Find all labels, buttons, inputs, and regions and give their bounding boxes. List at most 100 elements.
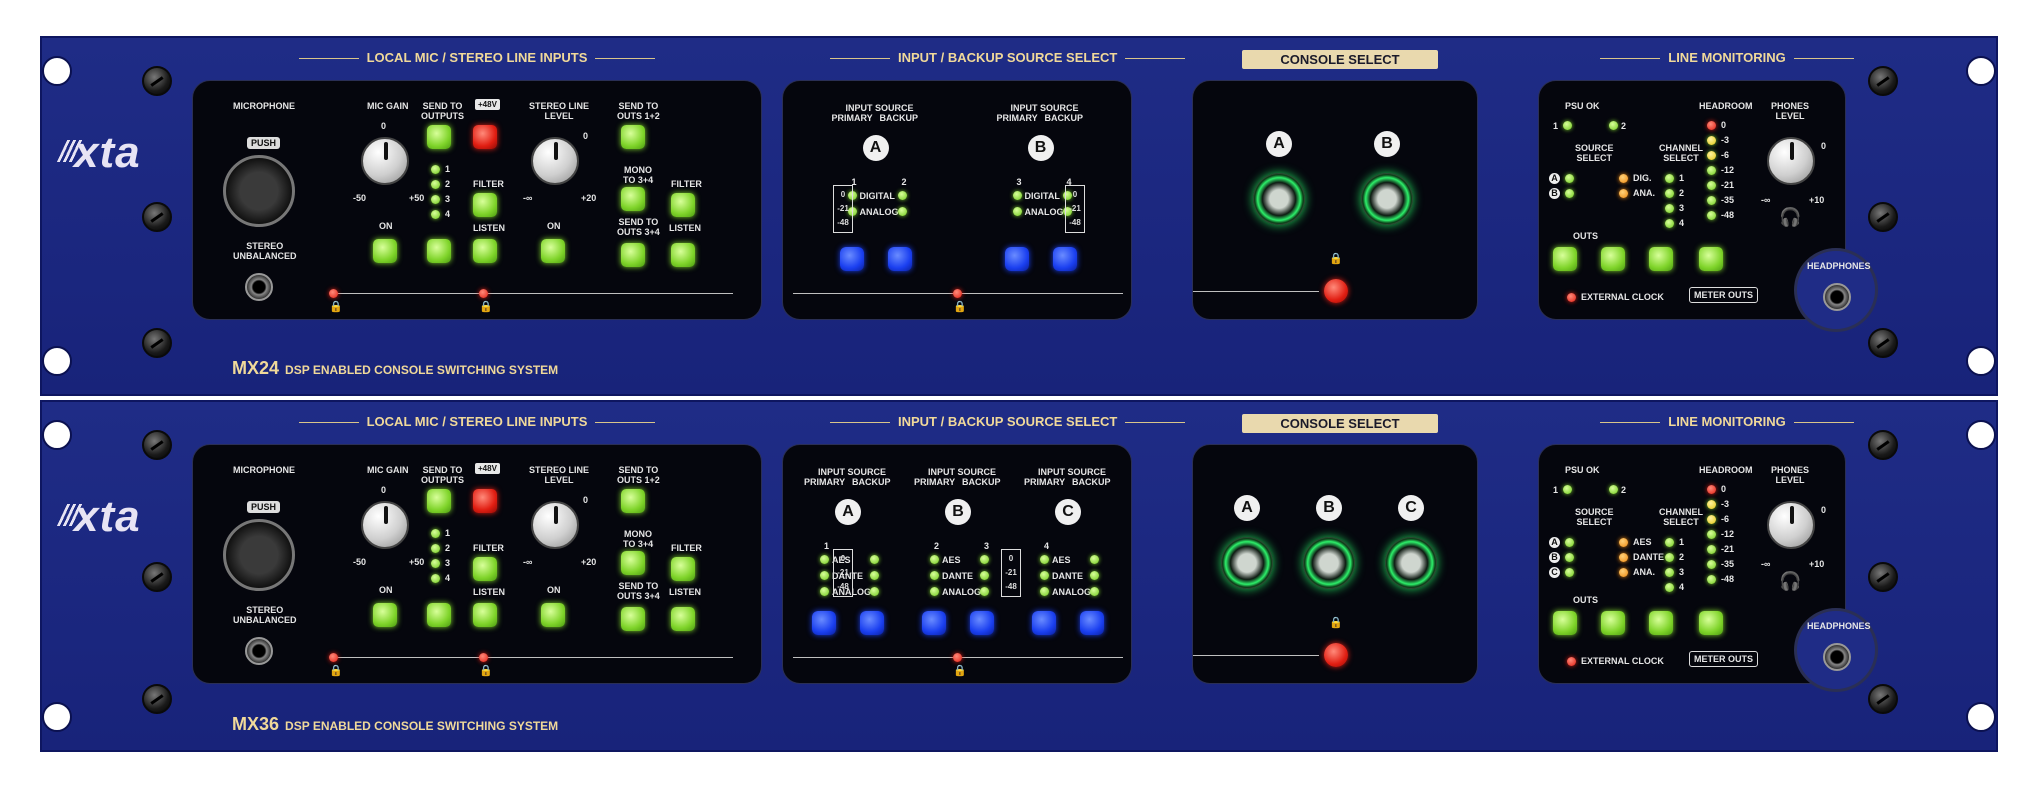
mono-34-button[interactable] bbox=[621, 551, 645, 575]
mono-34-button[interactable] bbox=[621, 187, 645, 211]
stereo-level-knob[interactable] bbox=[531, 137, 579, 185]
filter-button[interactable] bbox=[473, 557, 497, 581]
backup-select-button[interactable] bbox=[970, 611, 994, 635]
console-c-button[interactable] bbox=[1385, 537, 1437, 589]
channel-label: 4 bbox=[1679, 582, 1685, 592]
console-b-button[interactable] bbox=[1361, 173, 1413, 225]
headphones-jack[interactable] bbox=[1823, 283, 1851, 311]
source-led bbox=[980, 571, 989, 580]
mono-34-label: MONO TO 3+4 bbox=[623, 165, 654, 186]
mic-gain-label: MIC GAIN bbox=[367, 101, 409, 111]
primary-select-button[interactable] bbox=[812, 611, 836, 635]
source-type-label: DIGITAL bbox=[1024, 191, 1060, 201]
headroom-value: -35 bbox=[1721, 559, 1735, 569]
ph-zero-label: 0 bbox=[1821, 141, 1827, 151]
phones-level-knob[interactable] bbox=[1767, 137, 1815, 185]
listen2-button[interactable] bbox=[671, 243, 695, 267]
outs-button-2[interactable] bbox=[1601, 611, 1625, 635]
send-34-button[interactable] bbox=[621, 243, 645, 267]
input-source-heading: INPUT SOURCE bbox=[845, 103, 914, 113]
filter2-label: FILTER bbox=[671, 179, 702, 189]
line-on-button[interactable] bbox=[541, 603, 565, 627]
send-outputs-button-2[interactable] bbox=[427, 239, 451, 263]
psu1-label: 1 bbox=[1553, 121, 1559, 131]
xlr-input-jack[interactable] bbox=[223, 155, 295, 227]
send-outputs-button[interactable] bbox=[427, 489, 451, 513]
headroom-value: -48 bbox=[1721, 210, 1735, 220]
channel-label: 3 bbox=[1679, 203, 1685, 213]
rack-ear-hole bbox=[1966, 420, 1996, 450]
source-letter-a: A bbox=[862, 135, 889, 161]
send-12-button[interactable] bbox=[621, 125, 645, 149]
headroom-value: -21 bbox=[1721, 544, 1735, 554]
source-led bbox=[1090, 571, 1099, 580]
stereo-level-knob[interactable] bbox=[531, 501, 579, 549]
rack-ear-hole bbox=[1966, 702, 1996, 732]
send-34-button[interactable] bbox=[621, 607, 645, 631]
primary-select-button[interactable] bbox=[1032, 611, 1056, 635]
stereo-input-jack[interactable] bbox=[245, 273, 273, 301]
listen-button[interactable] bbox=[473, 239, 497, 263]
xlr-input-jack[interactable] bbox=[223, 519, 295, 591]
outs-button-1[interactable] bbox=[1553, 247, 1577, 271]
backup-select-button[interactable] bbox=[887, 247, 912, 271]
line-on-button[interactable] bbox=[541, 239, 565, 263]
outs-button-3[interactable] bbox=[1649, 247, 1673, 271]
channel-number: 4 bbox=[1044, 541, 1050, 551]
channel-number: 1 bbox=[851, 177, 857, 187]
meter-outs-button[interactable] bbox=[1699, 611, 1723, 635]
backup-select-button[interactable] bbox=[860, 611, 884, 635]
headroom-label: HEADROOM bbox=[1699, 465, 1753, 475]
console-b-button[interactable] bbox=[1303, 537, 1355, 589]
backup-select-button[interactable] bbox=[1052, 247, 1077, 271]
lock-icon: 🔒 bbox=[953, 665, 967, 677]
filter2-button[interactable] bbox=[671, 557, 695, 581]
psu-ok-label: PSU OK bbox=[1565, 101, 1600, 111]
mic-gain-knob[interactable] bbox=[361, 501, 409, 549]
mic-on-button[interactable] bbox=[373, 603, 397, 627]
headphones-jack[interactable] bbox=[1823, 643, 1851, 671]
send-outputs-button-2[interactable] bbox=[427, 603, 451, 627]
primary-select-button[interactable] bbox=[922, 611, 946, 635]
send-12-button[interactable] bbox=[621, 489, 645, 513]
primary-select-button[interactable] bbox=[839, 247, 864, 271]
phantom-power-button[interactable] bbox=[473, 489, 497, 513]
mic-on-button[interactable] bbox=[373, 239, 397, 263]
source-led bbox=[930, 555, 939, 564]
headroom-value: -6 bbox=[1721, 150, 1730, 160]
headroom-value: -12 bbox=[1721, 529, 1735, 539]
phones-level-label: PHONES LEVEL bbox=[1771, 101, 1810, 122]
console-lock-button[interactable] bbox=[1324, 279, 1348, 303]
source-led bbox=[820, 571, 829, 580]
source-select-label: SOURCE SELECT bbox=[1575, 143, 1614, 164]
send-outputs-button[interactable] bbox=[427, 125, 451, 149]
source-letter: B bbox=[1549, 188, 1560, 199]
listen-button[interactable] bbox=[473, 603, 497, 627]
outs-button-3[interactable] bbox=[1649, 611, 1673, 635]
console-lock-button[interactable] bbox=[1324, 643, 1348, 667]
line-max-label: +20 bbox=[581, 193, 597, 203]
console-a-button[interactable] bbox=[1221, 537, 1273, 589]
backup-select-button[interactable] bbox=[1080, 611, 1104, 635]
phones-level-knob[interactable] bbox=[1767, 501, 1815, 549]
lock-icon: 🔒 bbox=[1329, 253, 1343, 265]
level-scale-value: -21 bbox=[1069, 204, 1081, 213]
filter-button[interactable] bbox=[473, 193, 497, 217]
phantom-power-button[interactable] bbox=[473, 125, 497, 149]
channel-number: 2 bbox=[901, 177, 907, 187]
primary-select-button[interactable] bbox=[1004, 247, 1029, 271]
stereo-input-jack[interactable] bbox=[245, 637, 273, 665]
psu2-led bbox=[1609, 485, 1618, 494]
listen2-button[interactable] bbox=[671, 607, 695, 631]
send-12-label: SEND TO OUTS 1+2 bbox=[617, 101, 660, 122]
source-led bbox=[820, 555, 829, 564]
filter2-button[interactable] bbox=[671, 193, 695, 217]
outs-button-2[interactable] bbox=[1601, 247, 1625, 271]
input-source-heading: INPUT SOURCE bbox=[818, 467, 887, 477]
outs-button-1[interactable] bbox=[1553, 611, 1577, 635]
console-a-button[interactable] bbox=[1253, 173, 1305, 225]
mic-gain-knob[interactable] bbox=[361, 137, 409, 185]
meter-outs-button[interactable] bbox=[1699, 247, 1723, 271]
